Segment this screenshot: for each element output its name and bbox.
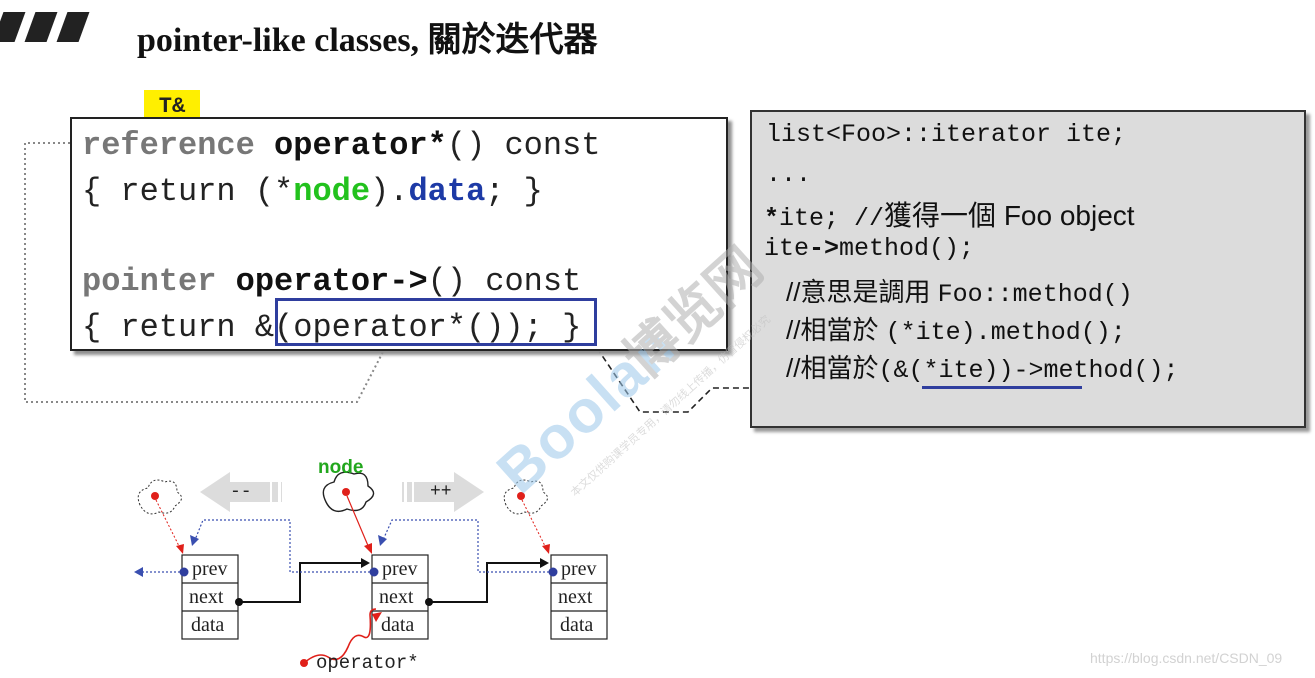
- code-line-return-address: { return &(operator*()); }: [82, 309, 581, 346]
- usage-line-ellipsis: ...: [766, 160, 812, 189]
- usage-line-deref: *ite; //獲得一個 Foo object: [764, 194, 1135, 234]
- cell-data: data: [191, 614, 225, 636]
- operator-arrow: operator->: [235, 263, 428, 300]
- usage-text: ite; //: [779, 204, 885, 233]
- next-pointer-dot: [235, 598, 243, 606]
- keyword-data: data: [408, 173, 486, 210]
- iterator-cloud-right: [503, 479, 548, 515]
- code-text: { return (*: [82, 173, 294, 210]
- code-text: ).: [370, 173, 409, 210]
- usage-text: ite: [764, 234, 810, 263]
- usage-text: (&(*ite))->method();: [878, 356, 1179, 385]
- iterator-pointer-line: [155, 499, 181, 549]
- iterator-dot: [517, 492, 525, 500]
- prev-link-arrowhead: [190, 535, 199, 546]
- iterator-arrowhead: [176, 544, 184, 554]
- usage-box: list<Foo>::iterator ite; ... *ite; //獲得一…: [750, 110, 1306, 428]
- iterator-pointer-line: [346, 495, 370, 549]
- keyword-node: node: [293, 173, 371, 210]
- usage-comment: //相當於: [786, 353, 879, 383]
- operator-star-label: operator*: [316, 652, 419, 674]
- code-line-operator-star: reference operator*() const: [82, 127, 600, 164]
- iterator-dot: [151, 492, 159, 500]
- star-symbol: *: [764, 204, 780, 233]
- cell-next: next: [558, 586, 593, 608]
- code-text: () const: [427, 263, 582, 300]
- prev-pointer-dot: [369, 567, 379, 577]
- dotted-loop-connector: [24, 142, 386, 403]
- usage-text: 獲得一個 Foo object: [884, 200, 1135, 231]
- prev-pointer-dot: [548, 567, 558, 577]
- usage-line-equivalent-2: //相當於(&(*ite))->method();: [786, 348, 1179, 385]
- next-link: [239, 562, 364, 603]
- usage-text: Foo::method(): [937, 280, 1133, 309]
- iterator-cloud-left: [137, 479, 182, 515]
- code-box: reference operator*() const { return (*n…: [70, 117, 728, 351]
- cell-next: next: [379, 586, 414, 608]
- slide-header: pointer-like classes, 關於迭代器: [0, 0, 1315, 70]
- decrement-label: --: [230, 482, 252, 502]
- usage-comment: //意思是調用: [786, 277, 938, 307]
- decrement-arrow: [200, 472, 282, 512]
- list-node-left: [181, 554, 239, 640]
- list-node-right: [550, 554, 608, 640]
- increment-arrow: [402, 472, 484, 512]
- cell-next: next: [189, 586, 224, 608]
- list-node-center: [371, 554, 429, 640]
- cell-data: data: [560, 614, 594, 636]
- keyword-reference: reference: [82, 127, 255, 164]
- prev-link-arrowhead: [134, 567, 143, 577]
- operator-star: operator*: [274, 127, 447, 164]
- code-text: ; }: [485, 173, 543, 210]
- keyword-pointer: pointer: [82, 263, 217, 300]
- operator-star-dot: [300, 659, 308, 667]
- next-link-arrowhead: [540, 558, 549, 568]
- cell-data: data: [381, 614, 415, 636]
- prev-link: [382, 519, 553, 573]
- operator-star-curve: [303, 608, 377, 664]
- usage-text: method();: [839, 234, 975, 263]
- footer-credit: https://blog.csdn.net/CSDN_09: [1090, 650, 1283, 666]
- code-line-return-data: { return (*node).data; }: [82, 173, 543, 210]
- iterator-arrowhead: [364, 543, 372, 554]
- cell-prev: prev: [192, 558, 228, 580]
- next-link-arrowhead: [361, 558, 370, 568]
- usage-line-meaning: //意思是調用 Foo::method(): [786, 272, 1133, 309]
- usage-text: (*ite).method();: [885, 318, 1126, 347]
- cell-prev: prev: [382, 558, 418, 580]
- next-link: [429, 562, 543, 603]
- usage-line-equivalent-1: //相當於 (*ite).method();: [786, 310, 1126, 347]
- prev-pointer-dot: [179, 567, 189, 577]
- highlighted-expression: &(operator*()): [254, 309, 524, 346]
- prev-link-arrowhead: [378, 535, 387, 546]
- usage-underline: [922, 386, 1082, 389]
- code-text: () const: [446, 127, 601, 164]
- usage-line-declaration: list<Foo>::iterator ite;: [766, 120, 1127, 149]
- usage-comment: //相當於: [786, 315, 886, 345]
- arrow-symbol: ->: [809, 234, 840, 263]
- cell-prev: prev: [561, 558, 597, 580]
- increment-label: ++: [430, 482, 452, 502]
- code-text: ; }: [523, 309, 582, 346]
- iterator-arrowhead: [542, 544, 550, 554]
- operator-star-arrowhead: [372, 612, 382, 622]
- code-text: { return: [82, 309, 255, 346]
- highlight-box: [275, 298, 597, 346]
- usage-line-arrow-call: ite->method();: [764, 234, 974, 263]
- prev-link: [194, 519, 374, 573]
- iterator-dot: [342, 488, 350, 496]
- code-line-operator-arrow: pointer operator->() const: [82, 263, 581, 300]
- iterator-pointer-line: [521, 499, 547, 549]
- node-label: node: [318, 457, 364, 478]
- page-title: pointer-like classes, 關於迭代器: [137, 22, 598, 59]
- next-pointer-dot: [425, 598, 433, 606]
